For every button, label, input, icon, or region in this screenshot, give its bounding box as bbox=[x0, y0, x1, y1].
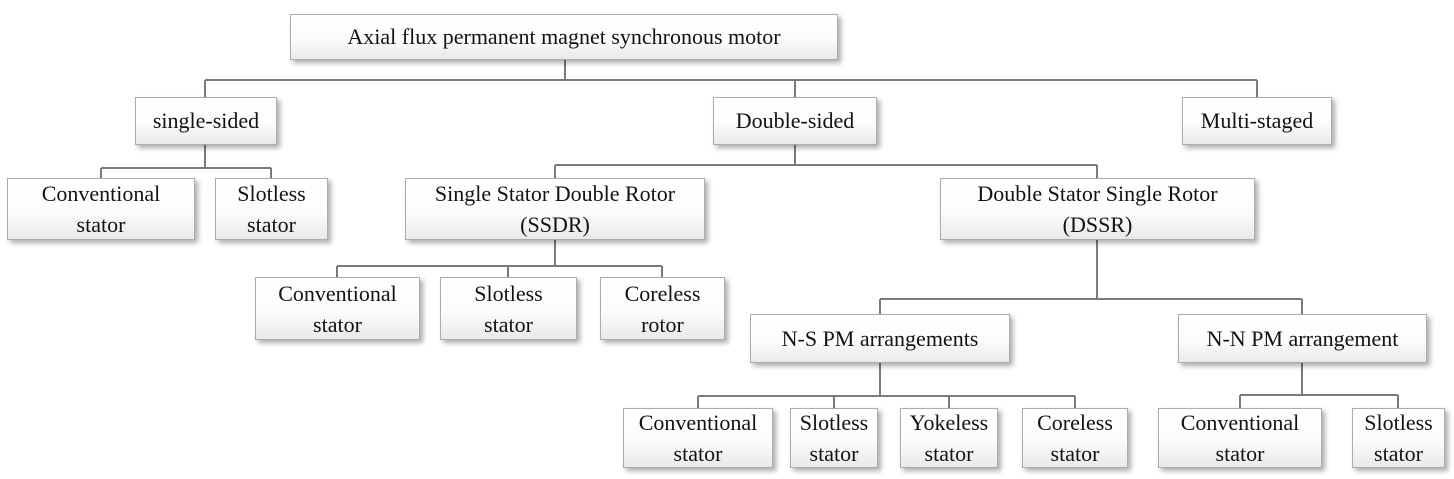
node-double-sided: Double-sided bbox=[713, 97, 877, 145]
connector-path bbox=[100, 60, 1399, 408]
node-root: Axial flux permanent magnet synchronous … bbox=[290, 14, 838, 60]
node-label-line: Yokeless bbox=[909, 410, 989, 435]
node-label-line: Conventional bbox=[278, 280, 397, 306]
node-nn-pm-arrangement: N-N PM arrangement bbox=[1178, 314, 1427, 363]
node-label-line: Multi-staged bbox=[1200, 108, 1314, 133]
node-ns-conventional-stator: Conventional stator bbox=[623, 408, 773, 468]
node-label-line: Conventional bbox=[638, 410, 758, 435]
node-label-line: (DSSR) bbox=[1062, 212, 1133, 237]
node-ns-coreless-stator: Coreless stator bbox=[1022, 408, 1128, 468]
node-label-line: (SSDR) bbox=[520, 212, 590, 237]
node-label-line: Double Stator Single Rotor bbox=[977, 181, 1218, 206]
node-label-line: Slotless bbox=[1364, 410, 1433, 435]
node-label-line: Conventional bbox=[41, 181, 161, 206]
node-label-line: stator bbox=[76, 212, 126, 237]
node-label-line: Single Stator Double Rotor bbox=[434, 181, 676, 206]
node-label-line: Coreless bbox=[624, 280, 701, 306]
node-label-line: stator bbox=[673, 441, 723, 466]
node-label-line: Slotless bbox=[474, 280, 543, 306]
node-ssdr-coreless-rotor: Coreless rotor bbox=[600, 277, 725, 340]
node-single-conventional-stator: Conventional stator bbox=[7, 178, 195, 240]
node-label-line: rotor bbox=[641, 311, 684, 337]
node-ssdr-slotless-stator: Slotless stator bbox=[440, 277, 577, 340]
node-label-line: N-S PM arrangements bbox=[781, 325, 979, 351]
node-label-line: stator bbox=[247, 212, 296, 237]
node-label-line: Coreless bbox=[1037, 410, 1113, 435]
node-multi-staged: Multi-staged bbox=[1182, 97, 1332, 145]
node-single-slotless-stator: Slotless stator bbox=[215, 178, 328, 240]
node-nn-conventional-stator: Conventional stator bbox=[1158, 408, 1322, 468]
node-label-line: N-N PM arrangement bbox=[1206, 325, 1399, 351]
node-ssdr-conventional-stator: Conventional stator bbox=[255, 277, 420, 340]
node-ssdr: Single Stator Double Rotor (SSDR) bbox=[405, 178, 705, 240]
node-label-line: stator bbox=[809, 441, 859, 466]
node-dssr: Double Stator Single Rotor (DSSR) bbox=[940, 178, 1255, 240]
node-single-sided: single-sided bbox=[135, 97, 277, 145]
node-label-line: Double-sided bbox=[735, 108, 855, 133]
node-ns-pm-arrangements: N-S PM arrangements bbox=[750, 314, 1010, 363]
node-label-line: stator bbox=[1215, 441, 1265, 466]
node-label-line: Slotless bbox=[237, 181, 306, 206]
node-label-line: stator bbox=[924, 441, 974, 466]
node-label-line: stator bbox=[1374, 441, 1423, 466]
node-ns-yokeless-stator: Yokeless stator bbox=[900, 408, 998, 468]
node-label-line: stator bbox=[484, 311, 533, 337]
node-label-line: Conventional bbox=[1180, 410, 1300, 435]
node-label-line: single-sided bbox=[152, 108, 260, 133]
node-label-line: stator bbox=[1050, 441, 1100, 466]
node-nn-slotless-stator: Slotless stator bbox=[1352, 408, 1445, 468]
node-label-line: stator bbox=[313, 311, 362, 337]
node-label-line: Axial flux permanent magnet synchronous … bbox=[347, 24, 781, 49]
node-ns-slotless-stator: Slotless stator bbox=[790, 408, 878, 468]
node-label-line: Slotless bbox=[799, 410, 869, 435]
